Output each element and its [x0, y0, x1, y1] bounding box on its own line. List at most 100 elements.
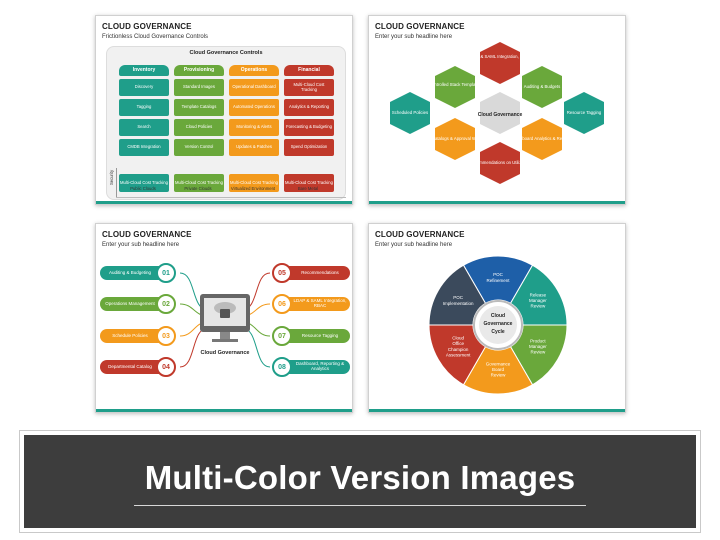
hex-top-right [522, 66, 562, 108]
column-inventory: Inventory Discovery Tagging Search CMDB … [119, 65, 169, 156]
hex-top-label: LDAP & SAML Integration, RBAC [468, 54, 532, 59]
cycle-center-label-3: Cycle [491, 329, 505, 335]
security-cell: Multi-Cloud Cost Tracking [119, 174, 169, 192]
control-cell: Automated Operations [229, 99, 279, 116]
number-badge: 02 [156, 294, 176, 314]
controls-box: Cloud Governance Controls Security Inven… [106, 46, 346, 200]
number-badge: 05 [272, 263, 292, 283]
hex-left [390, 92, 430, 134]
control-cell: Template Catalogs [174, 99, 224, 116]
hex-top-right-label: Auditing & Budgets [524, 84, 561, 89]
column-operations: Operations Operational Dashboard Automat… [229, 65, 279, 156]
control-cell: Search [119, 119, 169, 136]
slide-title: CLOUD GOVERNANCE [375, 230, 465, 239]
hex-bottom-label: Recommendations on Utilization [469, 160, 531, 165]
cloud-icon [214, 302, 236, 314]
banner-underline [134, 505, 586, 506]
connector-line [241, 327, 271, 368]
security-cell: Multi-Cloud Cost Tracking [174, 174, 224, 192]
item-pill: Recommendations [282, 266, 350, 280]
control-cell: Analytics & Reporting [284, 99, 334, 116]
control-cell: Updates & Patches [229, 139, 279, 156]
bottom-label: Public Clouds [130, 186, 156, 191]
hex-top-left-label: Controlled Stack Templates [429, 82, 481, 87]
divider-line [116, 197, 346, 198]
item-pill: Departmental Catalog [100, 360, 168, 374]
security-cell: Multi-Cloud Cost Tracking [229, 174, 279, 192]
hex-right [564, 92, 604, 134]
connector-line [179, 327, 209, 368]
monitor-base [212, 339, 238, 342]
slide-hexagon[interactable]: CLOUD GOVERNANCE Enter your sub headline… [368, 15, 626, 205]
control-cell: Discovery [119, 79, 169, 96]
slide-title: CLOUD GOVERNANCE [102, 230, 192, 239]
control-cell: Tagging [119, 99, 169, 116]
bottom-label: Virtualized Environment [230, 186, 276, 191]
number-badge: 07 [272, 326, 292, 346]
cycle-center [479, 306, 517, 344]
cycle-center-label-2: Governance [484, 321, 513, 327]
cycle-center-label-1: Cloud [491, 313, 505, 319]
hex-top [480, 42, 520, 84]
slide-subtitle: Enter your sub headline here [375, 242, 453, 248]
slide-subtitle: Enter your sub headline here [375, 34, 453, 40]
numbered-connectors: Cloud Governance [179, 272, 271, 368]
hex-bottom [480, 142, 520, 184]
security-cell: Multi-Cloud Cost Tracking [284, 174, 334, 192]
monitor-stand [220, 332, 230, 340]
control-cell: Cloud Policies [174, 119, 224, 136]
hex-top-left [435, 66, 475, 108]
column-financial: Financial Multi-Cloud Cost Tracking Anal… [284, 65, 334, 156]
slide-numbered[interactable]: CLOUD GOVERNANCE Enter your sub headline… [95, 223, 353, 413]
number-badge: 01 [156, 263, 176, 283]
item-pill: Resource Tagging [282, 329, 350, 343]
control-cell: Standard Images [174, 79, 224, 96]
hex-center-label: Cloud Governance [478, 112, 523, 118]
column-provisioning: Provisioning Standard Images Template Ca… [174, 65, 224, 156]
hex-bottom-right [522, 118, 562, 160]
column-header: Financial [284, 65, 334, 76]
number-badge: 04 [156, 357, 176, 377]
hex-center [480, 92, 520, 134]
bottom-label: Bare Metal [297, 186, 319, 191]
lock-icon [220, 309, 230, 318]
security-line [116, 168, 117, 198]
slide-cycle[interactable]: CLOUD GOVERNANCE Enter your sub headline… [368, 223, 626, 413]
item-pill: Auditing & Budgeting [100, 266, 168, 280]
number-badge: 06 [272, 294, 292, 314]
svg-text:LDAP & SAML Integration, RBAC: LDAP & SAML Integration, RBAC [468, 54, 532, 59]
banner-title: Multi-Color Version Images [144, 459, 576, 496]
bottom-label: Private Clouds [184, 186, 212, 191]
column-header: Inventory [119, 65, 169, 76]
control-cell: CMDB Integration [119, 139, 169, 156]
item-pill: Schedule Policies [100, 329, 168, 343]
slide-title: CLOUD GOVERNANCE [102, 22, 192, 31]
slide-subtitle: Frictionless Cloud Governance Controls [102, 34, 209, 40]
column-header: Operations [229, 65, 279, 76]
control-cell: Version Control [174, 139, 224, 156]
slide-subtitle: Enter your sub headline here [102, 242, 180, 248]
hex-right-label: Resource Tagging [567, 110, 602, 115]
control-cell: Spend Optimization [284, 139, 334, 156]
hex-bottom-left-label: Dept. Catalogs & Approval Workflow [420, 136, 490, 141]
item-pill: Operations Management [100, 297, 168, 311]
controls-box-title: Cloud Governance Controls [189, 50, 263, 56]
slide-governance-controls[interactable]: CLOUD GOVERNANCE Frictionless Cloud Gove… [95, 15, 353, 205]
numbered-center-label: Cloud Governance [201, 350, 250, 356]
slide-title: CLOUD GOVERNANCE [375, 22, 465, 31]
security-label: Security [109, 169, 114, 185]
control-cell: Multi-Cloud Cost Tracking [284, 79, 334, 96]
hex-bottom-left [435, 118, 475, 160]
item-pill: LDAP & SAML Integration, RBAC [282, 297, 350, 311]
control-cell: Forecasting & Budgeting [284, 119, 334, 136]
hex-left-label: Scheduled Policies [392, 110, 428, 115]
number-badge: 03 [156, 326, 176, 346]
control-cell: Operational Dashboard [229, 79, 279, 96]
